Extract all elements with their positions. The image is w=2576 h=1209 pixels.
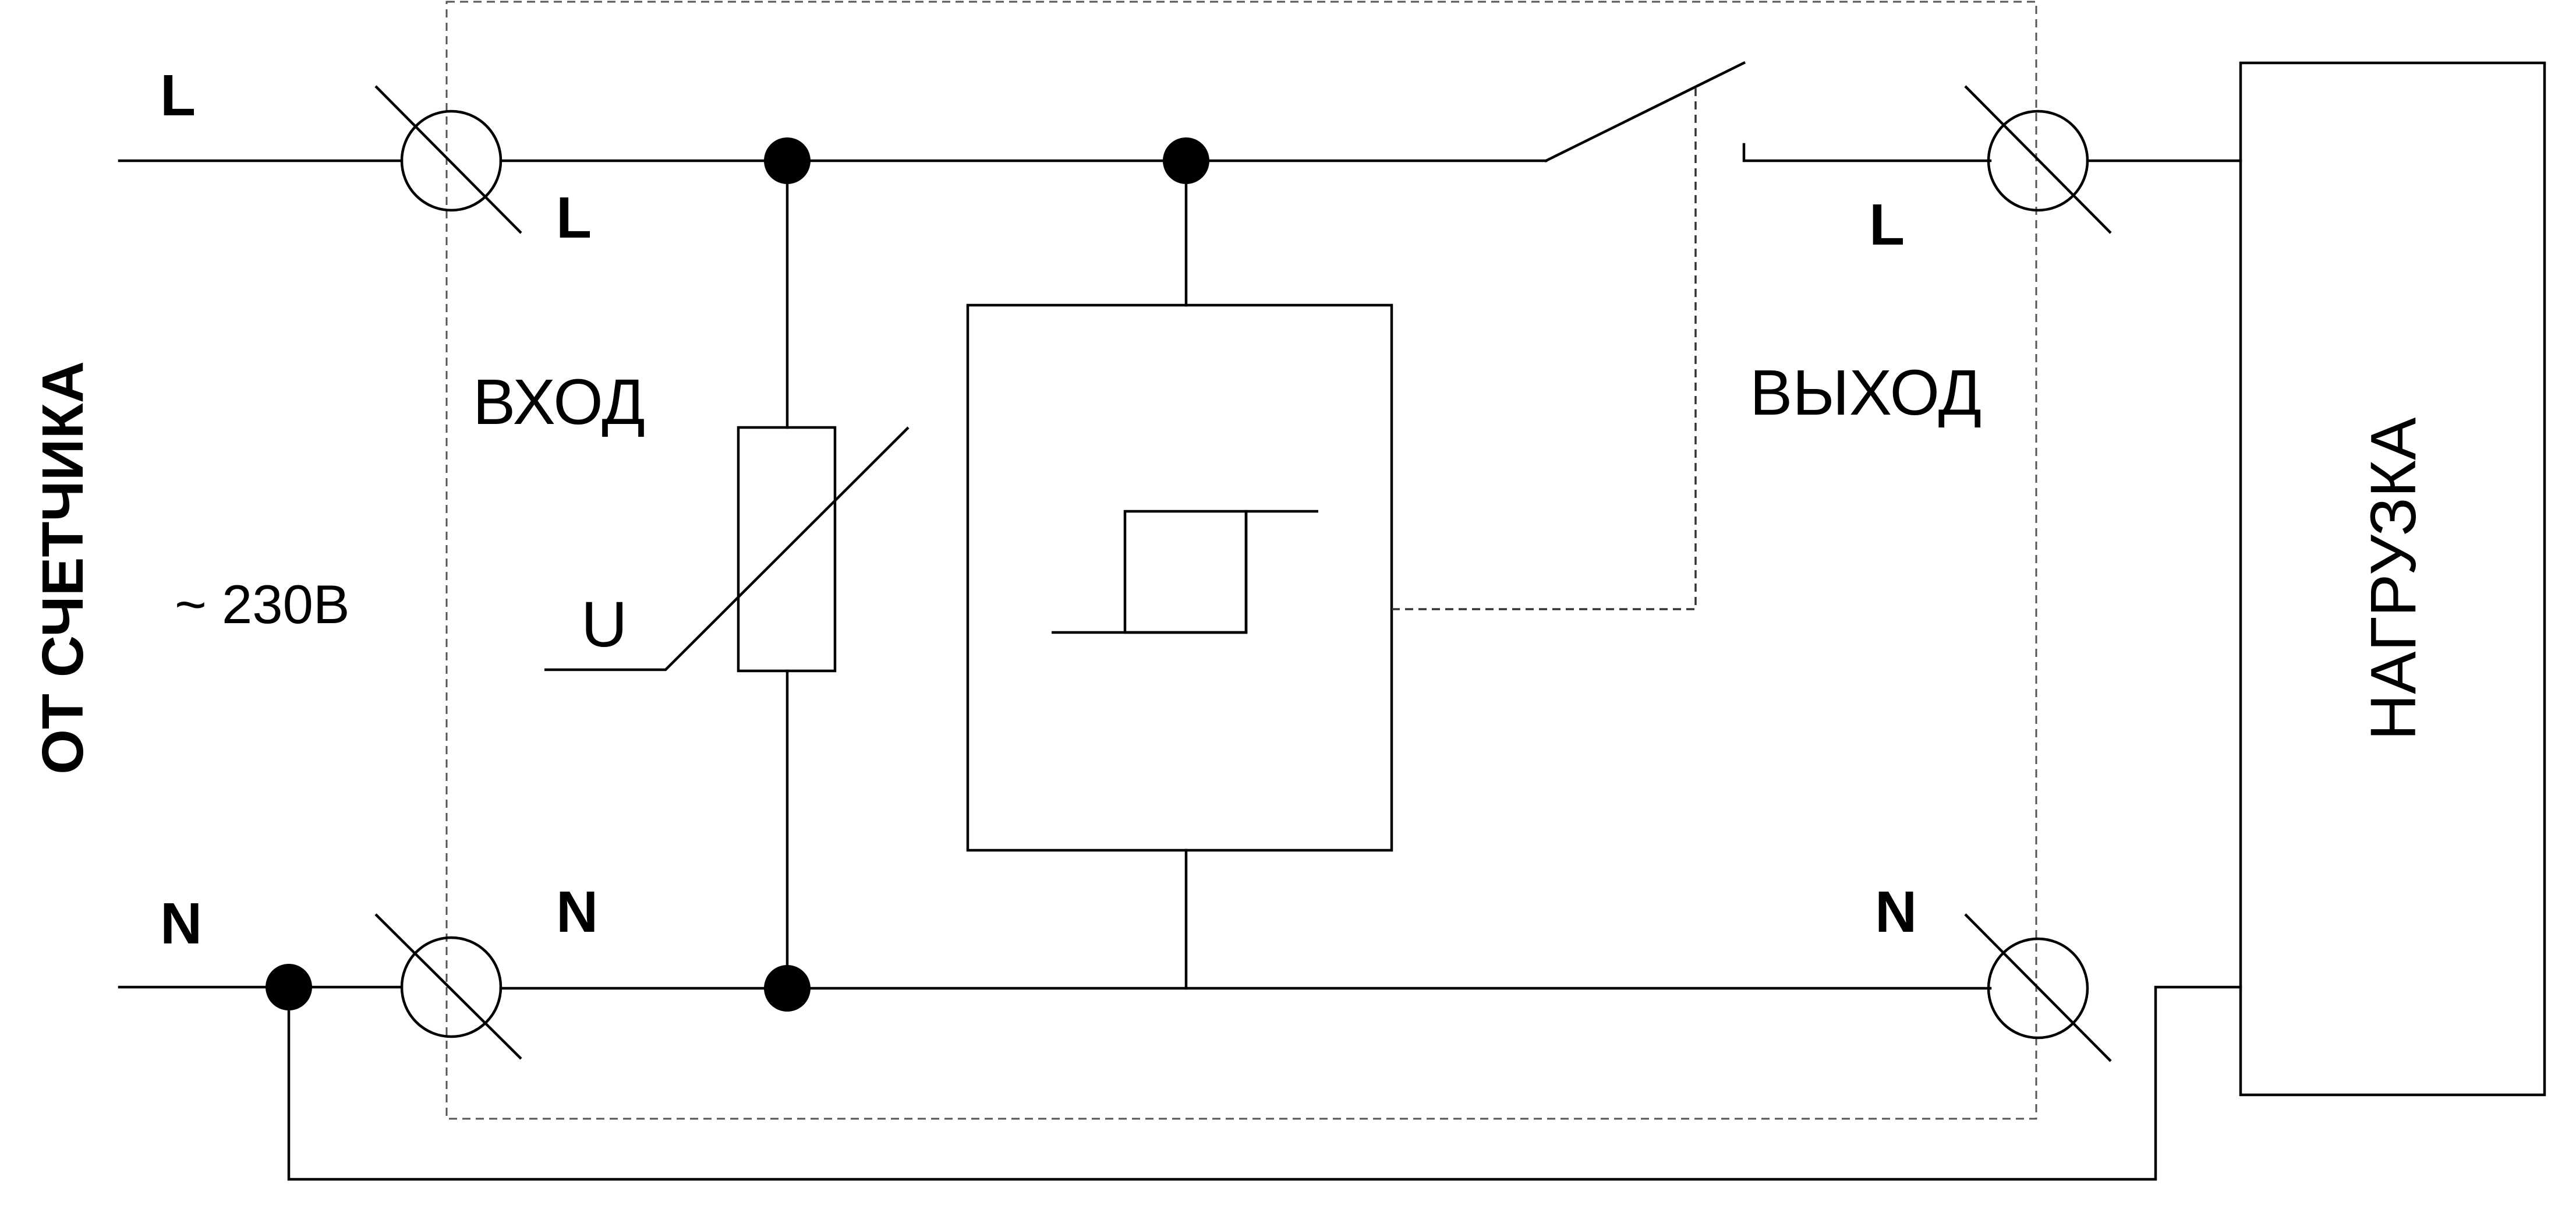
varistor-label: U xyxy=(581,589,627,660)
terminal-line-output-slash xyxy=(1964,85,2112,234)
neutral-input-inner-label: N xyxy=(556,879,598,945)
line-input-outer-label: L xyxy=(160,63,196,128)
terminal-neutral-input-slash xyxy=(374,913,522,1060)
terminal-line-input-slash xyxy=(374,85,522,234)
voltage-label: ~ 230В xyxy=(175,574,350,635)
neutral-output-inner-label: N xyxy=(1875,879,1917,945)
output-label: ВЫХОД xyxy=(1750,357,1981,429)
relay-contact-fixed xyxy=(1742,143,1992,162)
terminal-neutral-input xyxy=(400,936,503,1038)
terminal-neutral-output-slash xyxy=(1964,913,2112,1062)
relay-mechanical-link xyxy=(1392,87,1697,610)
varistor-nonlinear-mark xyxy=(544,426,910,671)
relay-contact-blade xyxy=(1544,61,1746,163)
line-output-inner-label: L xyxy=(1869,192,1905,257)
load-label: НАГРУЗКА xyxy=(2358,417,2429,740)
control-unit-body xyxy=(966,303,1393,852)
from-meter-label: ОТ СЧЕТЧИКА xyxy=(30,361,95,775)
terminal-neutral-output xyxy=(1987,937,2089,1040)
load-box xyxy=(2239,61,2546,1097)
input-label: ВХОД xyxy=(473,366,645,438)
neutral-return-wire xyxy=(287,985,2242,1181)
neutral-input-outer-label: N xyxy=(160,891,202,956)
hysteresis-loop-icon xyxy=(1123,510,1248,634)
device-enclosure xyxy=(445,1,2037,1120)
hysteresis-icon xyxy=(1052,510,1318,634)
line-input-inner-label: L xyxy=(556,185,592,250)
